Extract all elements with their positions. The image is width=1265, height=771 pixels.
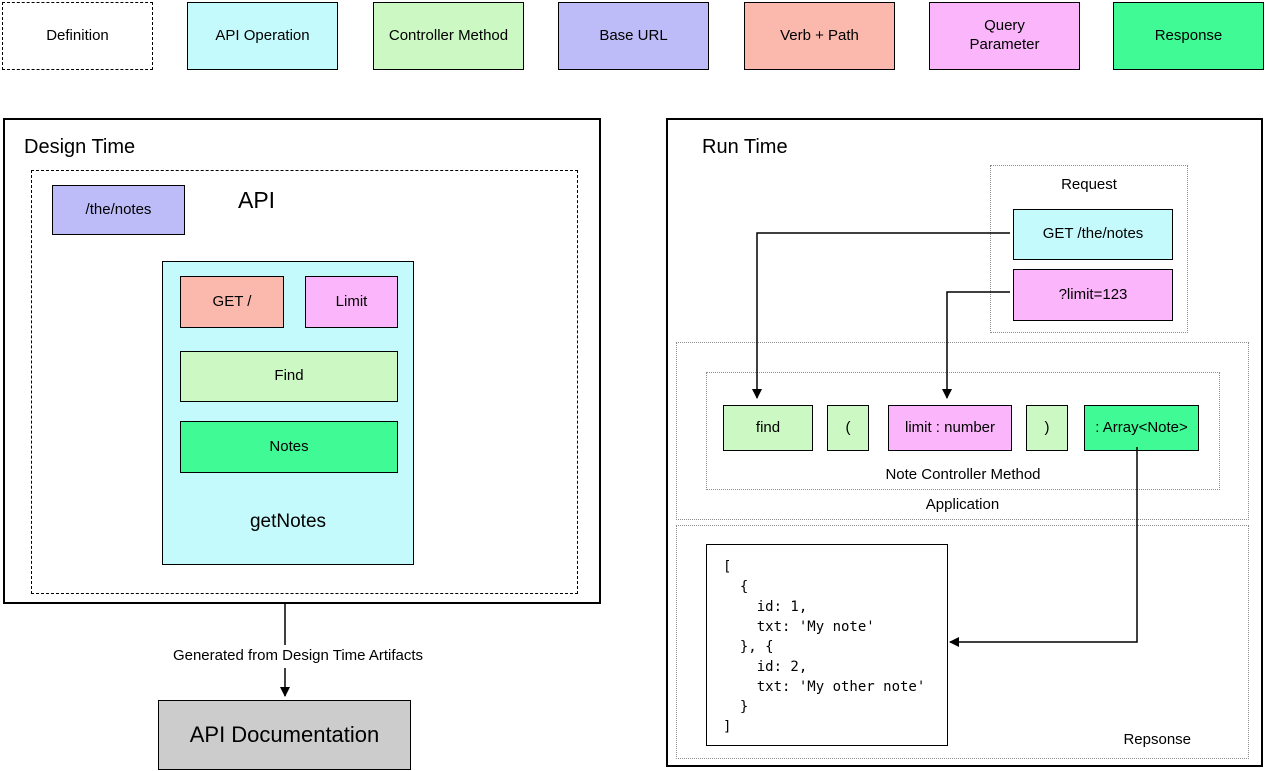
request-verb-path-box: GET /the/notes xyxy=(1013,209,1173,260)
operation-name-label: getNotes xyxy=(249,511,327,532)
response-code-box: [ { id: 1, txt: 'My note' }, { id: 2, tx… xyxy=(706,544,948,746)
verb-path-box: GET / xyxy=(180,276,284,328)
code-line: txt: 'My note' xyxy=(723,619,875,635)
note-controller-method-label: Note Controller Method xyxy=(885,466,1041,483)
legend-item-definition: Definition xyxy=(2,2,153,70)
request-query-box: ?limit=123 xyxy=(1013,269,1173,321)
design-time-title: Design Time xyxy=(24,136,136,158)
base-url-box: /the/notes xyxy=(52,185,185,235)
application-label: Application xyxy=(925,496,1000,513)
token-method-name: find xyxy=(723,405,813,451)
code-line: ] xyxy=(723,719,732,735)
request-label: Request xyxy=(1061,176,1117,193)
legend-item-api-operation: API Operation xyxy=(187,2,338,70)
code-line: [ xyxy=(723,559,732,575)
api-operation-box: GET / Limit Find Notes getNotes xyxy=(162,261,414,565)
request-group: Request GET /the/notes ?limit=123 xyxy=(990,165,1188,333)
token-open-paren: ( xyxy=(827,405,869,451)
code-line: id: 2, xyxy=(723,659,808,675)
controller-method-box: Find xyxy=(180,351,398,402)
legend-item-base-url: Base URL xyxy=(558,2,709,70)
code-line: id: 1, xyxy=(723,599,808,615)
legend-item-verb-path: Verb + Path xyxy=(744,2,895,70)
run-time-title: Run Time xyxy=(702,136,788,158)
api-label: API xyxy=(238,187,276,213)
token-return-type: : Array<Note> xyxy=(1084,405,1199,451)
note-controller-method-group: Note Controller Method find ( limit : nu… xyxy=(706,372,1220,490)
api-documentation-box: API Documentation xyxy=(158,700,411,770)
generated-arrow-label: Generated from Design Time Artifacts xyxy=(160,646,436,665)
response-label: Repsonse xyxy=(1123,731,1191,748)
run-time-panel: Run Time Request GET /the/notes ?limit=1… xyxy=(666,118,1263,767)
legend-item-query-parameter: Query Parameter xyxy=(929,2,1080,70)
code-line: } xyxy=(723,699,749,715)
response-box: Notes xyxy=(180,421,398,473)
token-close-paren: ) xyxy=(1026,405,1068,451)
code-line: { xyxy=(723,579,749,595)
legend-item-response: Response xyxy=(1113,2,1264,70)
api-definition-box: API /the/notes GET / Limit Find Notes ge… xyxy=(31,170,578,594)
code-line: }, { xyxy=(723,639,774,655)
application-group: Application Note Controller Method find … xyxy=(676,342,1249,520)
code-line: txt: 'My other note' xyxy=(723,679,926,695)
query-parameter-box: Limit xyxy=(305,276,398,328)
response-group: Repsonse [ { id: 1, txt: 'My note' }, { … xyxy=(676,525,1249,759)
legend-item-controller-method: Controller Method xyxy=(373,2,524,70)
token-query-parameter: limit : number xyxy=(888,405,1012,451)
design-time-panel: Design Time API /the/notes GET / Limit F… xyxy=(3,118,601,604)
